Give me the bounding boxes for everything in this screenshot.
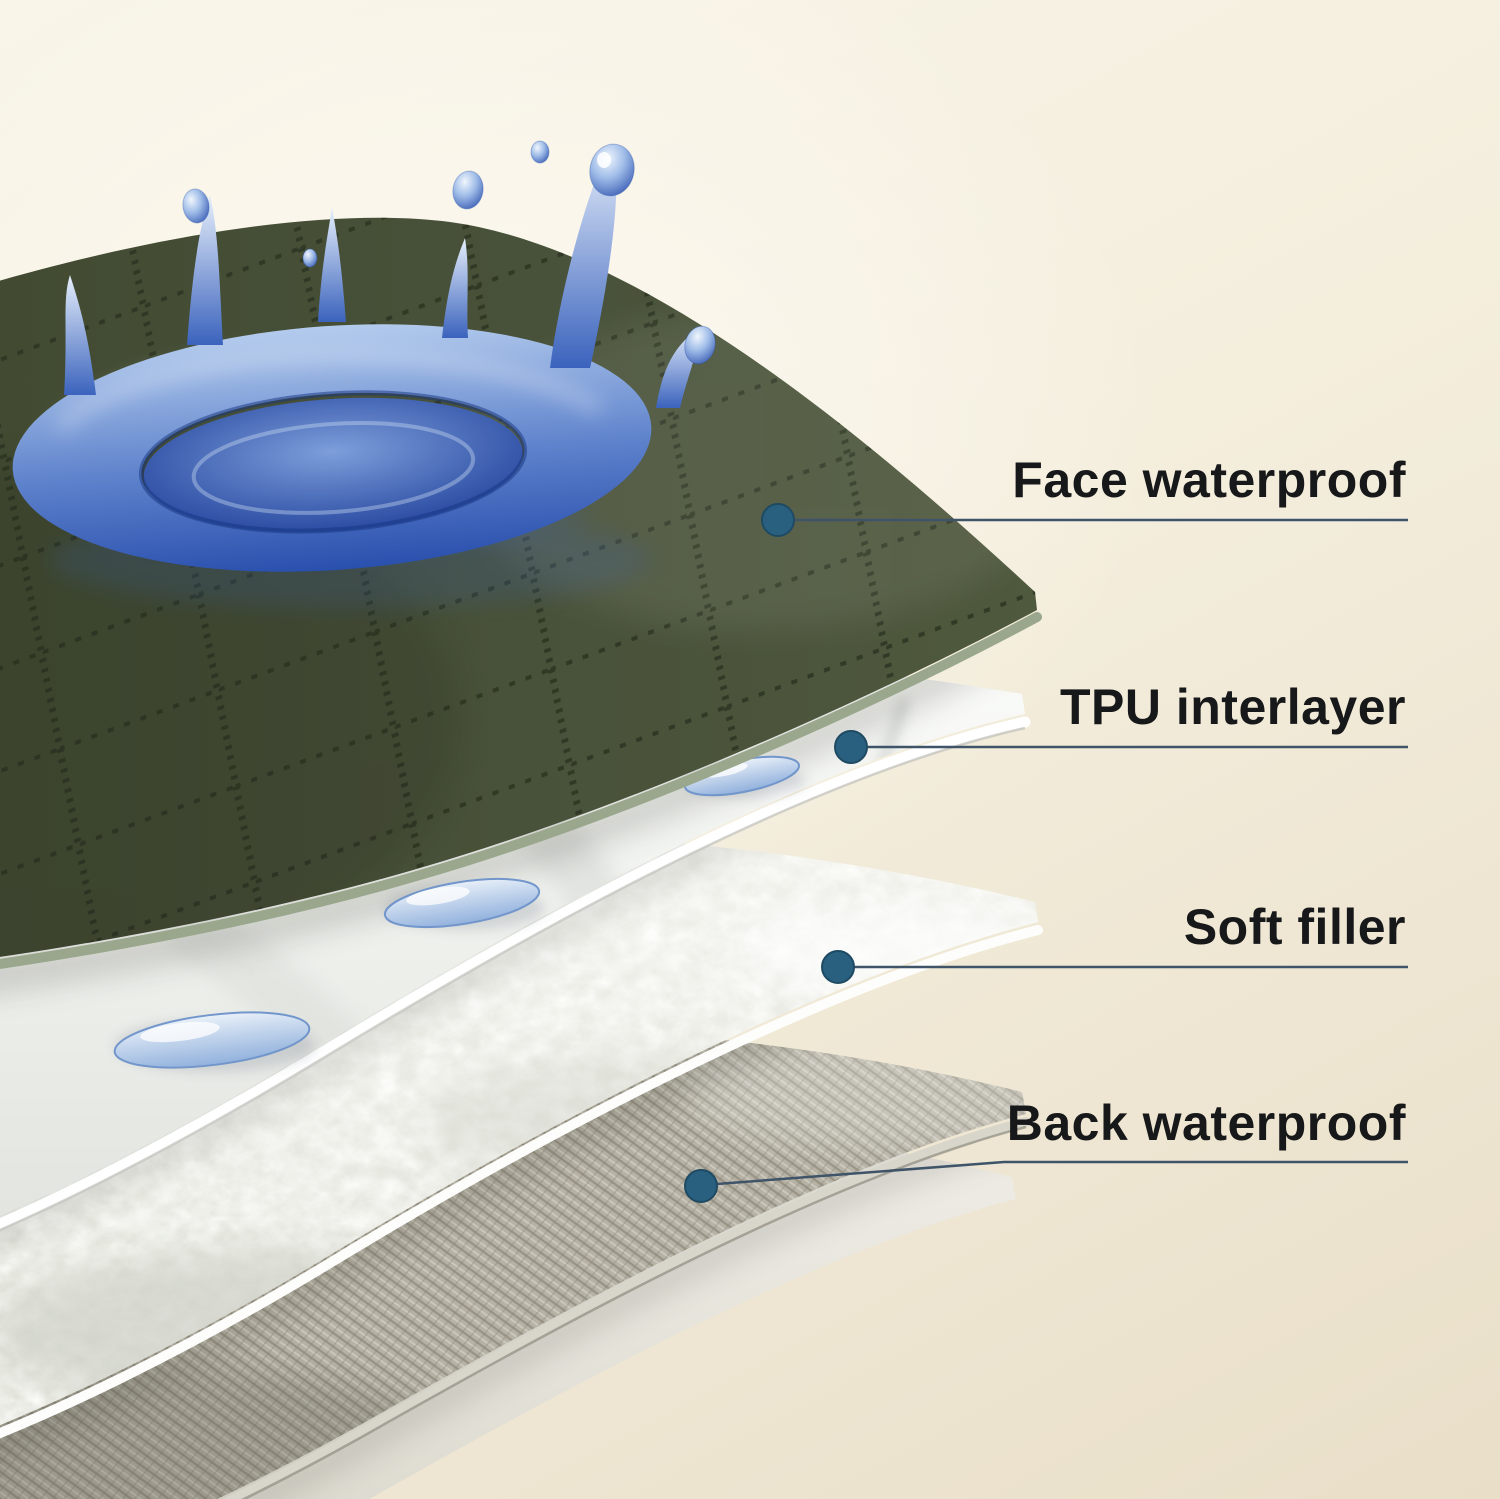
label-back-waterproof: Back waterproof: [1006, 1095, 1406, 1151]
callout-dot-soft-filler: [821, 950, 855, 984]
callout-dot-tpu-interlayer: [834, 730, 868, 764]
callouts: [716, 518, 1408, 1186]
label-soft-filler: Soft filler: [1183, 899, 1406, 955]
label-tpu-interlayer: TPU interlayer: [1059, 679, 1406, 735]
callout-dot-back-waterproof: [684, 1169, 718, 1203]
callout-dot-face-waterproof: [761, 503, 795, 537]
water-droplets-on-film: [113, 755, 805, 1072]
film-droplet: [113, 1011, 315, 1072]
splash-spikes: [64, 143, 699, 408]
label-face-waterproof: Face waterproof: [1012, 452, 1406, 508]
water-splash: [12, 140, 716, 572]
callout-dots: [684, 503, 868, 1203]
splash-droplets: [182, 140, 716, 365]
film-droplet: [383, 877, 545, 930]
callout-line-back-waterproof: [716, 1160, 1408, 1186]
